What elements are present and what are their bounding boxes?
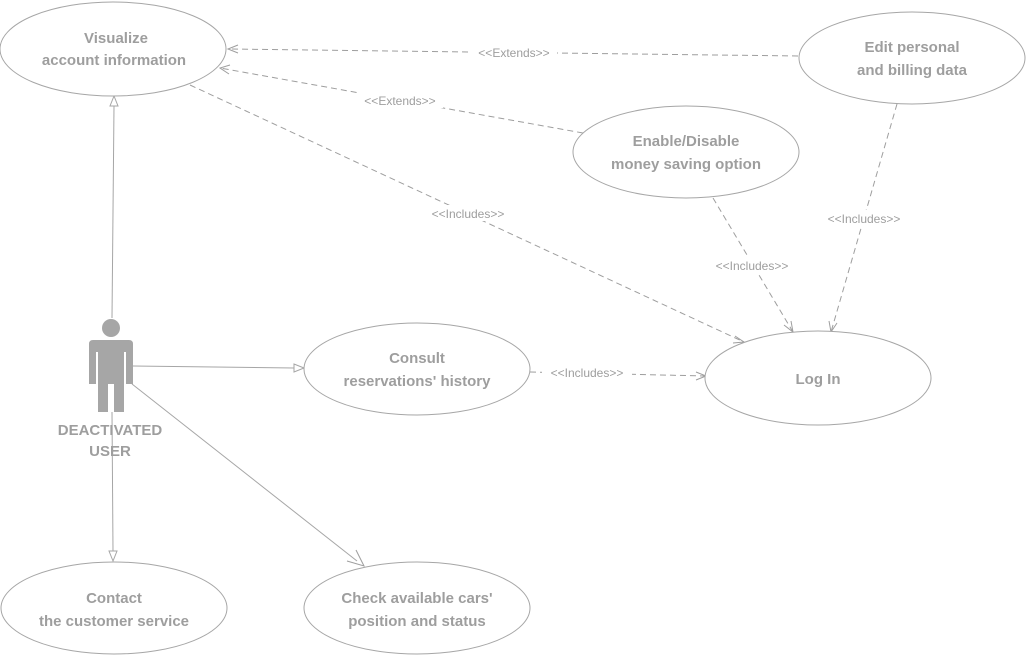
usecase-visualize-line2: account information (42, 52, 186, 69)
assoc-visualize-arrowhead (109, 94, 119, 107)
usecase-consult-line2: reservations' history (344, 373, 492, 390)
usecase-edit: Edit personal and billing data (798, 11, 1026, 105)
usecase-login: Log In (704, 330, 932, 426)
includes-consult-label-bg (542, 364, 632, 380)
usecase-enable: Enable/Disable money saving option (572, 105, 800, 199)
assoc-visualize (111, 105, 115, 319)
includes-enable-line (712, 197, 794, 333)
assoc-check (131, 383, 358, 562)
includes-edit-label: <<Includes>> (828, 212, 901, 226)
includes-consult-label: <<Includes>> (551, 366, 624, 380)
usecase-consult-line1: Consult (389, 350, 445, 367)
assoc-consult (132, 365, 295, 369)
usecase-check-line1: Check available cars' (341, 590, 492, 607)
usecase-visualize-line1: Visualize (84, 30, 148, 47)
usecase-enable-line2: money saving option (611, 156, 761, 173)
usecase-contact-line2: the customer service (39, 613, 189, 630)
actor-head (102, 319, 120, 337)
actor-label-line2: USER (89, 443, 131, 460)
extends-edit-arrowhead (226, 44, 239, 54)
usecase-edit-line2: and billing data (857, 62, 968, 79)
actor-body (89, 340, 133, 412)
usecase-contact: Contact the customer service (0, 561, 228, 655)
extends-edit-label-bg (471, 44, 557, 60)
usecase-check-line2: position and status (348, 613, 486, 630)
includes-enable-label: <<Includes>> (716, 259, 789, 273)
actor-figure (89, 319, 133, 412)
includes-enable-label-bg (708, 257, 796, 273)
includes-visualize-label: <<Includes>> (432, 207, 505, 221)
usecase-check: Check available cars' position and statu… (303, 561, 531, 655)
extends-enable-arrowhead (218, 64, 231, 75)
assoc-consult-arrowhead (293, 363, 306, 373)
usecase-visualize: Visualize account information (0, 1, 227, 97)
extends-edit-label: <<Extends>> (478, 46, 549, 60)
usecase-edit-line1: Edit personal (864, 39, 959, 56)
assoc-check-arrowhead (346, 549, 365, 567)
usecase-enable-line1: Enable/Disable (633, 133, 740, 150)
includes-enable-arrowhead (783, 320, 794, 334)
usecase-contact-line1: Contact (86, 590, 142, 607)
includes-edit-label-bg (820, 210, 908, 226)
includes-visualize-label-bg (424, 205, 512, 221)
actor-label-line1: DEACTIVATED (58, 422, 163, 439)
assoc-contact-arrowhead (108, 550, 118, 563)
assoc-contact (111, 411, 114, 552)
extends-enable-label-bg (357, 92, 443, 108)
extends-enable-label: <<Extends>> (364, 94, 435, 108)
usecase-consult: Consult reservations' history (303, 322, 531, 416)
usecase-login-line1: Log In (796, 371, 841, 388)
